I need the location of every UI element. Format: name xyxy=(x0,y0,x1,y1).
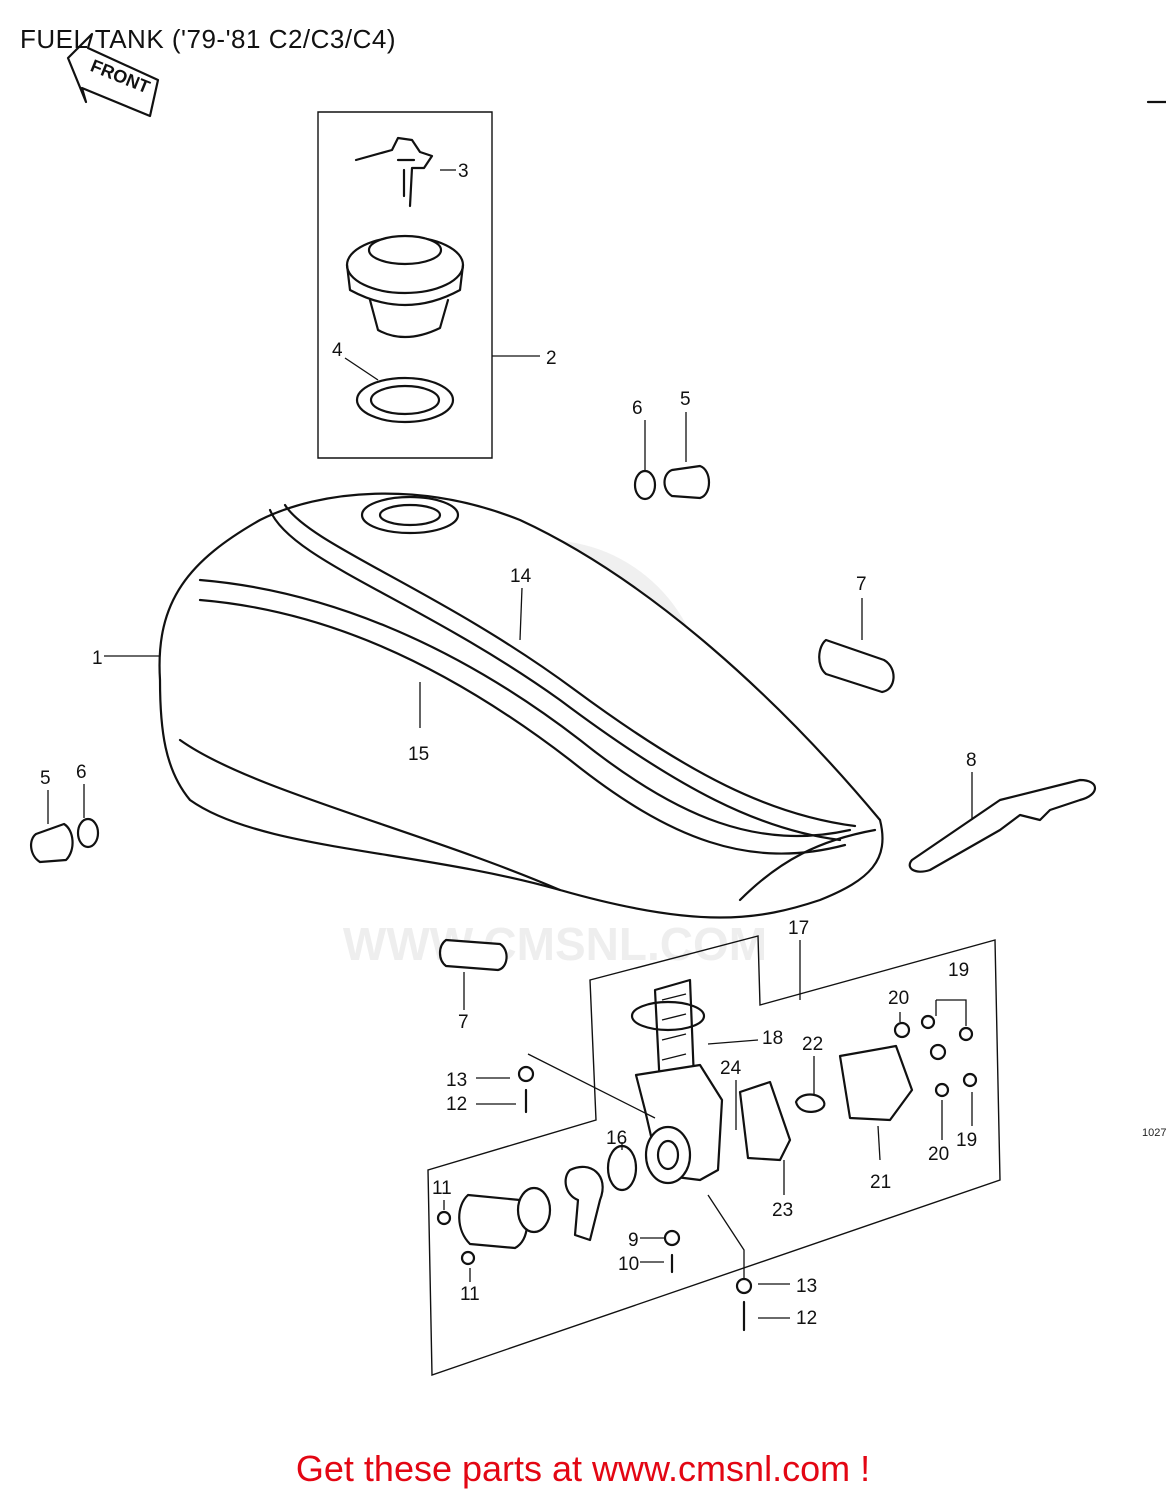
callout-14: 14 xyxy=(510,566,532,587)
drawing-code: 1027 xyxy=(1142,1127,1166,1139)
callout-7b: 7 xyxy=(458,1012,469,1033)
fuel-tap-assembly xyxy=(427,935,1001,1376)
tap-seal-icon xyxy=(606,1144,638,1192)
callout-12b: 12 xyxy=(796,1308,817,1329)
callout-24: 24 xyxy=(720,1058,742,1079)
callout-21: 21 xyxy=(870,1172,891,1193)
callout-8: 8 xyxy=(966,750,977,771)
callout-1: 1 xyxy=(92,648,103,669)
key-icon xyxy=(354,136,434,208)
callout-11b: 11 xyxy=(460,1284,480,1305)
callout-5a: 5 xyxy=(680,389,691,410)
callout-3: 3 xyxy=(458,161,469,182)
callout-19a: 19 xyxy=(948,960,969,981)
callout-20a: 20 xyxy=(888,988,909,1009)
cap-gasket-icon xyxy=(355,376,455,424)
tank-bracket-icon xyxy=(908,772,1097,873)
callout-labels: 1 2 3 4 5 5 6 6 7 7 8 9 10 11 11 12 12 1… xyxy=(40,161,977,1329)
callout-2: 2 xyxy=(546,348,557,369)
callout-12a: 12 xyxy=(446,1094,467,1115)
fuel-cap-assembly xyxy=(317,111,540,459)
callout-6a: 6 xyxy=(632,398,643,419)
spacer-icon xyxy=(633,412,711,501)
callout-23: 23 xyxy=(772,1200,793,1221)
valve-cover-icon xyxy=(838,1044,914,1122)
callout-19b: 19 xyxy=(956,1130,977,1151)
callout-7a: 7 xyxy=(856,574,867,595)
callout-15: 15 xyxy=(408,744,429,765)
callout-13b: 13 xyxy=(796,1276,817,1297)
damper-left-icon xyxy=(30,784,100,864)
diagram-title: FUEL TANK ('79-'81 C2/C3/C4) xyxy=(20,24,397,54)
tap-oring-icon xyxy=(516,1186,552,1234)
callout-9: 9 xyxy=(628,1230,639,1251)
tap-lever-icon xyxy=(564,1165,604,1242)
front-arrow-icon: FRONT xyxy=(66,32,160,118)
watermark-text: WWW.CMSNL.COM xyxy=(343,918,767,970)
footer-link-text[interactable]: Get these parts at www.cmsnl.com ! xyxy=(295,1448,871,1489)
callout-20b: 20 xyxy=(928,1144,949,1165)
callout-16: 16 xyxy=(606,1128,627,1149)
callout-17: 17 xyxy=(788,918,809,939)
callout-13a: 13 xyxy=(446,1070,467,1091)
callout-22: 22 xyxy=(802,1034,823,1055)
callout-11a: 11 xyxy=(432,1178,452,1199)
callout-10: 10 xyxy=(618,1254,639,1275)
tap-plate-icon xyxy=(458,1193,528,1250)
callout-18: 18 xyxy=(762,1028,783,1049)
callout-5b: 5 xyxy=(40,768,51,789)
screws-icon xyxy=(436,1014,978,1332)
rubber-damper-icon xyxy=(438,598,895,1010)
callout-6b: 6 xyxy=(76,762,87,783)
fuel-cap-icon xyxy=(345,234,465,339)
fuel-tank-icon xyxy=(158,492,884,919)
spring-icon xyxy=(794,1093,826,1113)
diaphragm-icon xyxy=(738,1080,792,1162)
callout-4: 4 xyxy=(332,340,343,361)
fuel-tap-body-icon xyxy=(634,1063,724,1185)
